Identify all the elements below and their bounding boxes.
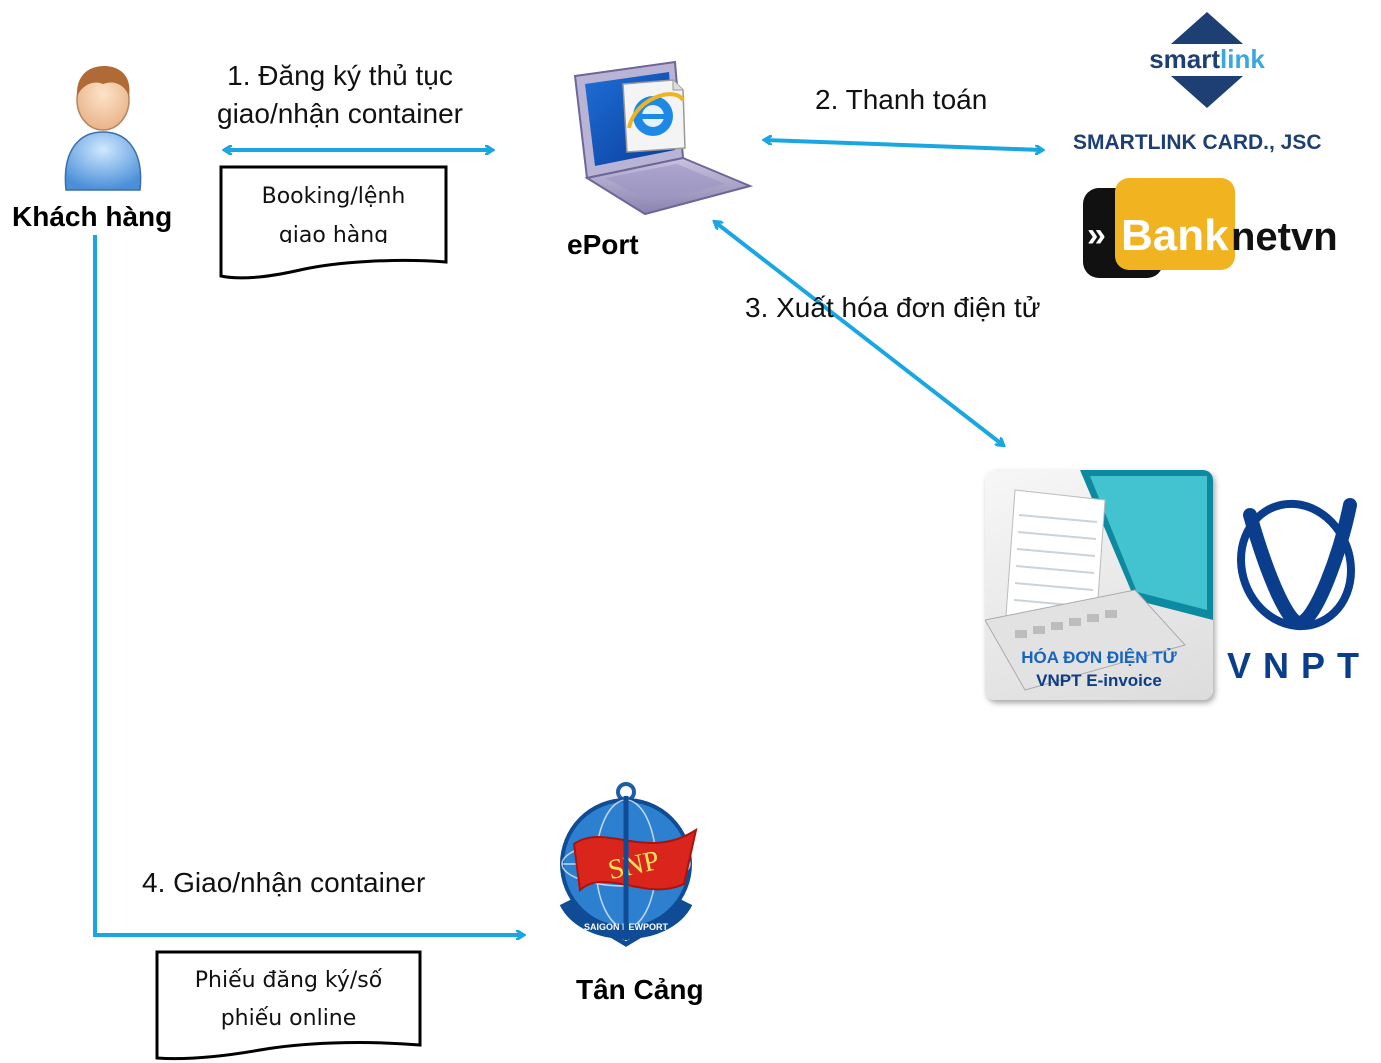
arrow-step-3 — [715, 222, 1003, 445]
svg-text:smartlink: smartlink — [1149, 44, 1265, 74]
banknet-word-a: Bank — [1121, 211, 1229, 260]
svg-text:»: » — [1087, 216, 1106, 254]
document-phieu-shape — [155, 950, 422, 1061]
document-phieu-line1: Phiếu đăng ký/số — [194, 968, 383, 993]
step4-label: 4. Giao/nhận container — [142, 867, 426, 898]
smartlink-word-a: smart — [1149, 44, 1220, 74]
node-eport-label: ePort — [567, 229, 639, 260]
document-phieu-line2: phiếu online — [220, 1006, 357, 1031]
vnpt-wordmark: VNPT — [1227, 645, 1372, 686]
smartlink-company: SMARTLINK CARD., JSC — [1073, 131, 1322, 154]
document-booking-line1: Booking/lệnh — [261, 184, 406, 209]
einvoice-illustration-icon — [985, 470, 1213, 691]
banknet-logo-icon: » Bank netvn — [1083, 178, 1338, 278]
document-booking-line2: giao hàng — [278, 223, 389, 243]
einvoice-line1: HÓA ĐƠN ĐIỆN TỬ — [1021, 648, 1177, 667]
document-booking-shape — [219, 165, 448, 280]
customer-user-icon — [64, 66, 142, 191]
step1-label-line2: giao/nhận container — [217, 98, 463, 129]
eport-laptop-icon — [573, 60, 754, 216]
node-customer-label: Khách hàng — [12, 201, 173, 232]
step1-label-line1: 1. Đăng ký thủ tục — [227, 60, 453, 91]
step3-label: 3. Xuất hóa đơn điện tử — [745, 292, 1041, 323]
snp-logo-icon: SNP SAIGON NEWPORT — [559, 782, 698, 947]
smartlink-logo-icon: smartlink — [1137, 12, 1277, 108]
einvoice-line2: VNPT E-invoice — [1036, 671, 1162, 690]
einvoice-image: HÓA ĐƠN ĐIỆN TỬ VNPT E-invoice — [985, 470, 1213, 700]
smartlink-word-b: link — [1220, 44, 1265, 74]
arrow-step-2 — [765, 140, 1042, 150]
banknet-word-b: netvn — [1231, 215, 1338, 259]
node-tancang-label: Tân Cảng — [576, 974, 704, 1005]
vnpt-logo-icon — [1237, 498, 1357, 631]
step2-label: 2. Thanh toán — [815, 84, 988, 115]
arrow-step-4 — [93, 235, 523, 935]
